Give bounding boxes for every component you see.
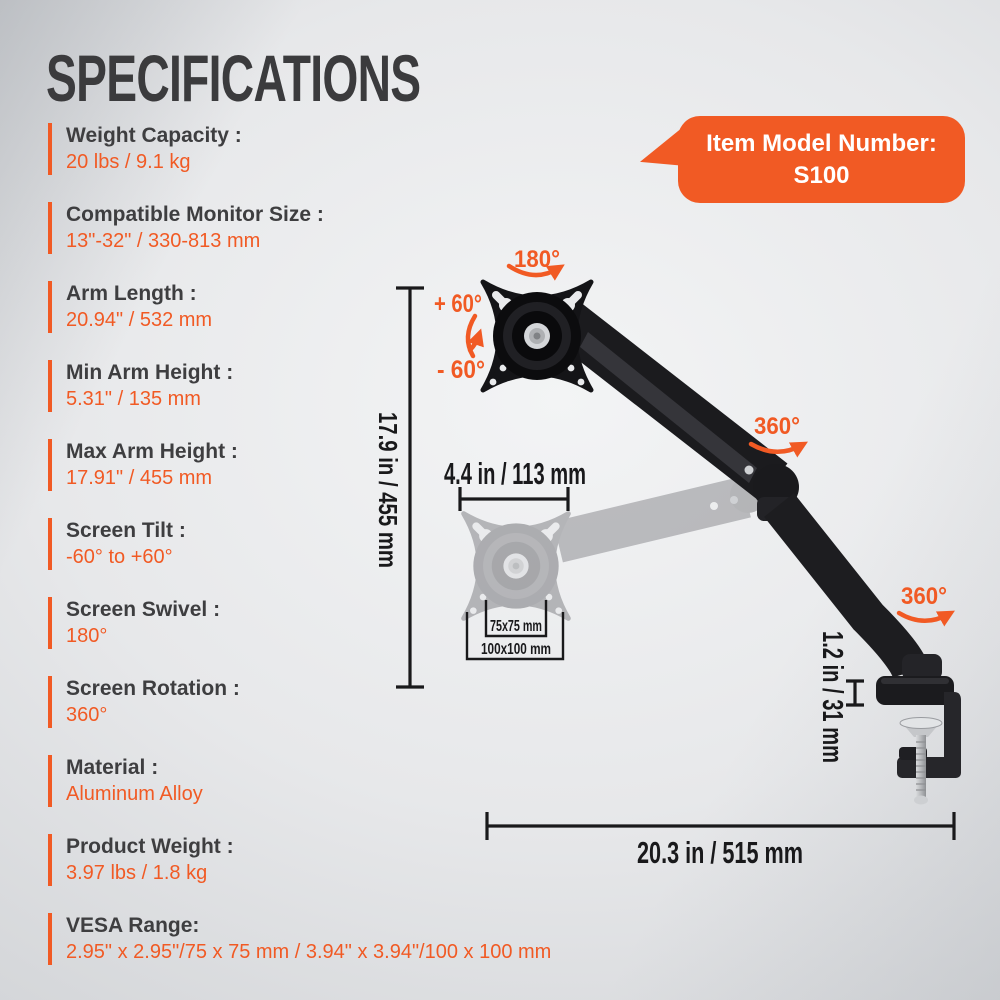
plate-width-dimension-line (458, 487, 570, 511)
spec-value: 13"-32" / 330-813 mm (66, 230, 261, 252)
upper-arm-highlight (580, 332, 757, 483)
spec-item: Product Weight : 3.97 lbs / 1.8 kg (48, 834, 688, 886)
spec-item: Screen Tilt : -60° to +60° (48, 518, 688, 570)
ghost-arm-bar (553, 476, 751, 563)
spec-label: Material : (66, 756, 159, 779)
spec-value: 20.94" / 532 mm (66, 309, 213, 331)
monitor-arm (480, 279, 961, 805)
tilt-down-label: - 60° (437, 356, 485, 384)
spec-label: Product Weight : (66, 835, 234, 858)
spec-item: Compatible Monitor Size : 13"-32" / 330-… (48, 202, 688, 254)
arm-screw (730, 496, 738, 504)
clamp-thickness-label: 1.2 in / 31 mm (816, 631, 848, 763)
base-neck (902, 654, 942, 680)
badge-line2: S100 (793, 161, 850, 189)
clamp-thickness-mark (846, 679, 864, 707)
clamp-back-plate (944, 692, 961, 778)
rotation-arrow-icon (506, 263, 565, 281)
tilt-arrow-icon (467, 328, 484, 353)
spec-value: 360° (66, 704, 108, 726)
arm-rotation-label: 360° (754, 413, 800, 440)
spec-value: Aluminum Alloy (66, 783, 203, 805)
ghost-screw (710, 502, 718, 510)
spec-label: Screen Rotation : (66, 677, 240, 700)
clamp-screw-disc (899, 717, 943, 729)
spec-item: Max Arm Height : 17.91" / 455 mm (48, 439, 688, 491)
base-cap-highlight (881, 678, 949, 684)
spec-label: VESA Range: (66, 914, 200, 937)
rotation-arrow-icon (748, 441, 808, 458)
spec-label: Compatible Monitor Size : (66, 203, 324, 226)
spec-item: Screen Rotation : 360° (48, 676, 688, 728)
height-dimension-line (396, 286, 424, 689)
spec-value: 2.95" x 2.95"/75 x 75 mm / 3.94" x 3.94"… (66, 941, 552, 963)
clamp-bottom-arm (897, 757, 961, 778)
spec-label: Max Arm Height : (66, 440, 238, 463)
spec-value: 20 lbs / 9.1 kg (66, 151, 191, 173)
spec-label: Screen Tilt : (66, 519, 186, 542)
spec-item: Weight Capacity : 20 lbs / 9.1 kg (48, 123, 688, 175)
spec-value: 180° (66, 625, 108, 647)
plate-width-dimension-label: 4.4 in / 113 mm (444, 456, 586, 491)
vesa75-bracket (484, 600, 548, 638)
spec-item: Material : Aluminum Alloy (48, 755, 688, 807)
spec-item: Screen Swivel : 180° (48, 597, 688, 649)
vesa100-label: 100x100 mm (481, 641, 551, 658)
model-number-badge: Item Model Number: S100 (678, 116, 965, 203)
reach-dimension-line (485, 812, 956, 840)
spec-value: 17.91" / 455 mm (66, 467, 213, 489)
ghost-vesa-plate (461, 511, 571, 621)
spec-label: Min Arm Height : (66, 361, 234, 384)
ghost-arm-position (461, 476, 766, 621)
spec-value: 5.31" / 135 mm (66, 388, 201, 410)
height-dimension-label: 17.9 in / 455 mm (373, 412, 403, 568)
badge-line1: Item Model Number: (706, 129, 937, 157)
spec-value: 3.97 lbs / 1.8 kg (66, 862, 208, 884)
vesa-plate (480, 279, 594, 393)
arm-screw (744, 465, 754, 475)
rotation-arrow-icon (896, 610, 955, 627)
spec-label: Weight Capacity : (66, 124, 242, 147)
vesa75-label: 75x75 mm (490, 618, 542, 635)
spec-value: -60° to +60° (66, 546, 173, 568)
spec-label: Arm Length : (66, 282, 197, 305)
spec-item: VESA Range: 2.95" x 2.95"/75 x 75 mm / 3… (48, 913, 688, 965)
spec-item: Min Arm Height : 5.31" / 135 mm (48, 360, 688, 412)
spec-item: Arm Length : 20.94" / 532 mm (48, 281, 688, 333)
clamp-screw-tip (914, 795, 928, 805)
dimension-lines (396, 286, 956, 840)
spec-label: Screen Swivel : (66, 598, 221, 621)
vesa100-bracket (465, 612, 565, 661)
page-title: SPECIFICATIONS (46, 41, 421, 115)
base-rotation-label: 360° (901, 583, 947, 610)
tilt-up-label: + 60° (434, 290, 482, 318)
screw-threads (916, 741, 926, 791)
spec-list: Weight Capacity : 20 lbs / 9.1 kg Compat… (48, 123, 688, 965)
reach-dimension-label: 20.3 in / 515 mm (637, 835, 803, 870)
